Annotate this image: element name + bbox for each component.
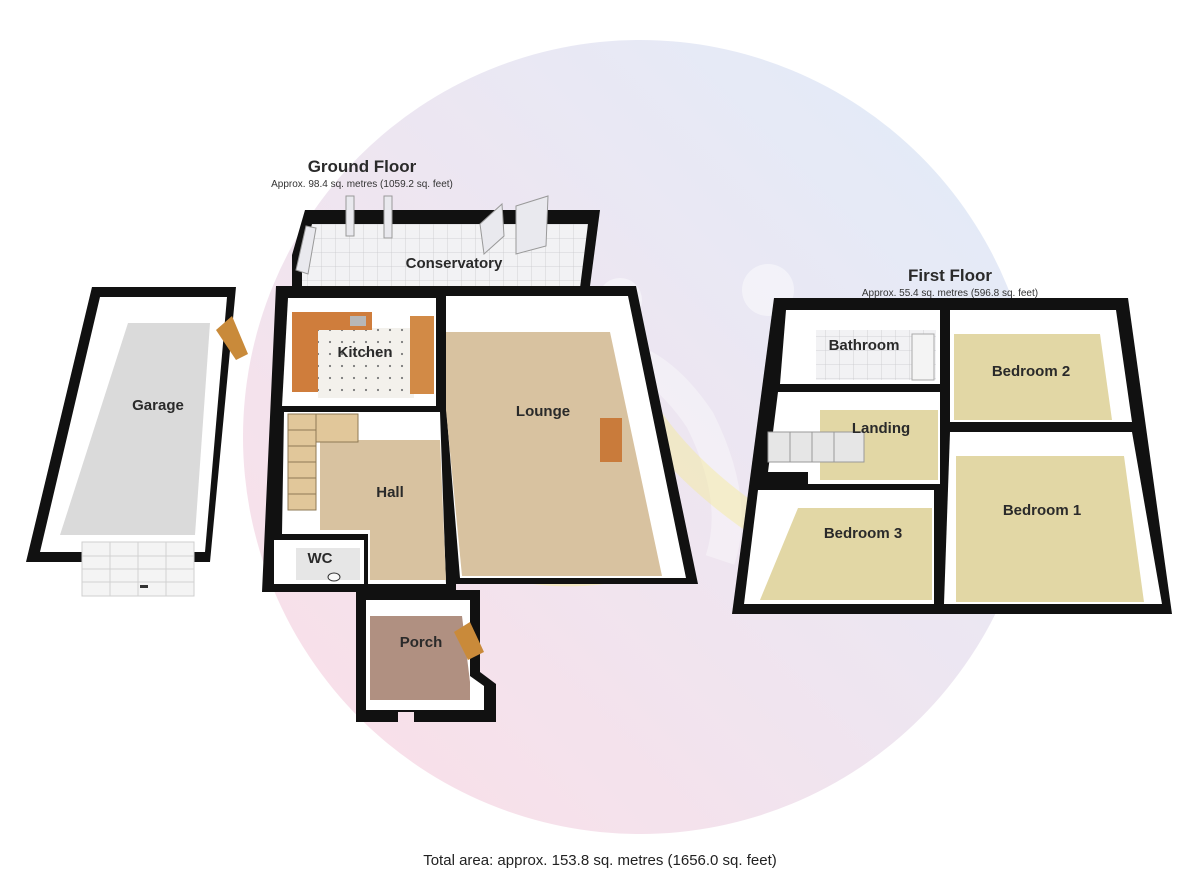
room-label-garage: Garage bbox=[132, 397, 184, 414]
ground-floor-title: Ground Floor bbox=[308, 157, 417, 176]
room-label-lounge: Lounge bbox=[516, 403, 570, 420]
total-area: Total area: approx. 153.8 sq. metres (16… bbox=[423, 852, 777, 869]
garage: Garage bbox=[26, 287, 248, 597]
ground-floor-area: Approx. 98.4 sq. metres (1059.2 sq. feet… bbox=[271, 179, 453, 190]
room-label-kitchen: Kitchen bbox=[337, 344, 392, 361]
room-label-wc: WC bbox=[308, 550, 333, 567]
room-label-hall: Hall bbox=[376, 484, 404, 501]
first-floor-area: Approx. 55.4 sq. metres (596.8 sq. feet) bbox=[862, 288, 1038, 299]
room-label-conservatory: Conservatory bbox=[406, 255, 503, 272]
room-label-bedroom1: Bedroom 1 bbox=[1003, 502, 1081, 519]
first-floor-title: First Floor bbox=[908, 266, 992, 285]
room-label-bedroom2: Bedroom 2 bbox=[992, 363, 1070, 380]
ground-floor: Kitchen Lounge Hall WC Porch Conservator… bbox=[262, 157, 698, 722]
room-label-landing: Landing bbox=[852, 420, 910, 437]
room-label-porch: Porch bbox=[400, 634, 443, 651]
room-label-bathroom: Bathroom bbox=[829, 337, 900, 354]
room-label-bedroom3: Bedroom 3 bbox=[824, 525, 902, 542]
first-floor: Bathroom Bedroom 2 Landing Bedroom 3 Bed… bbox=[732, 266, 1172, 614]
